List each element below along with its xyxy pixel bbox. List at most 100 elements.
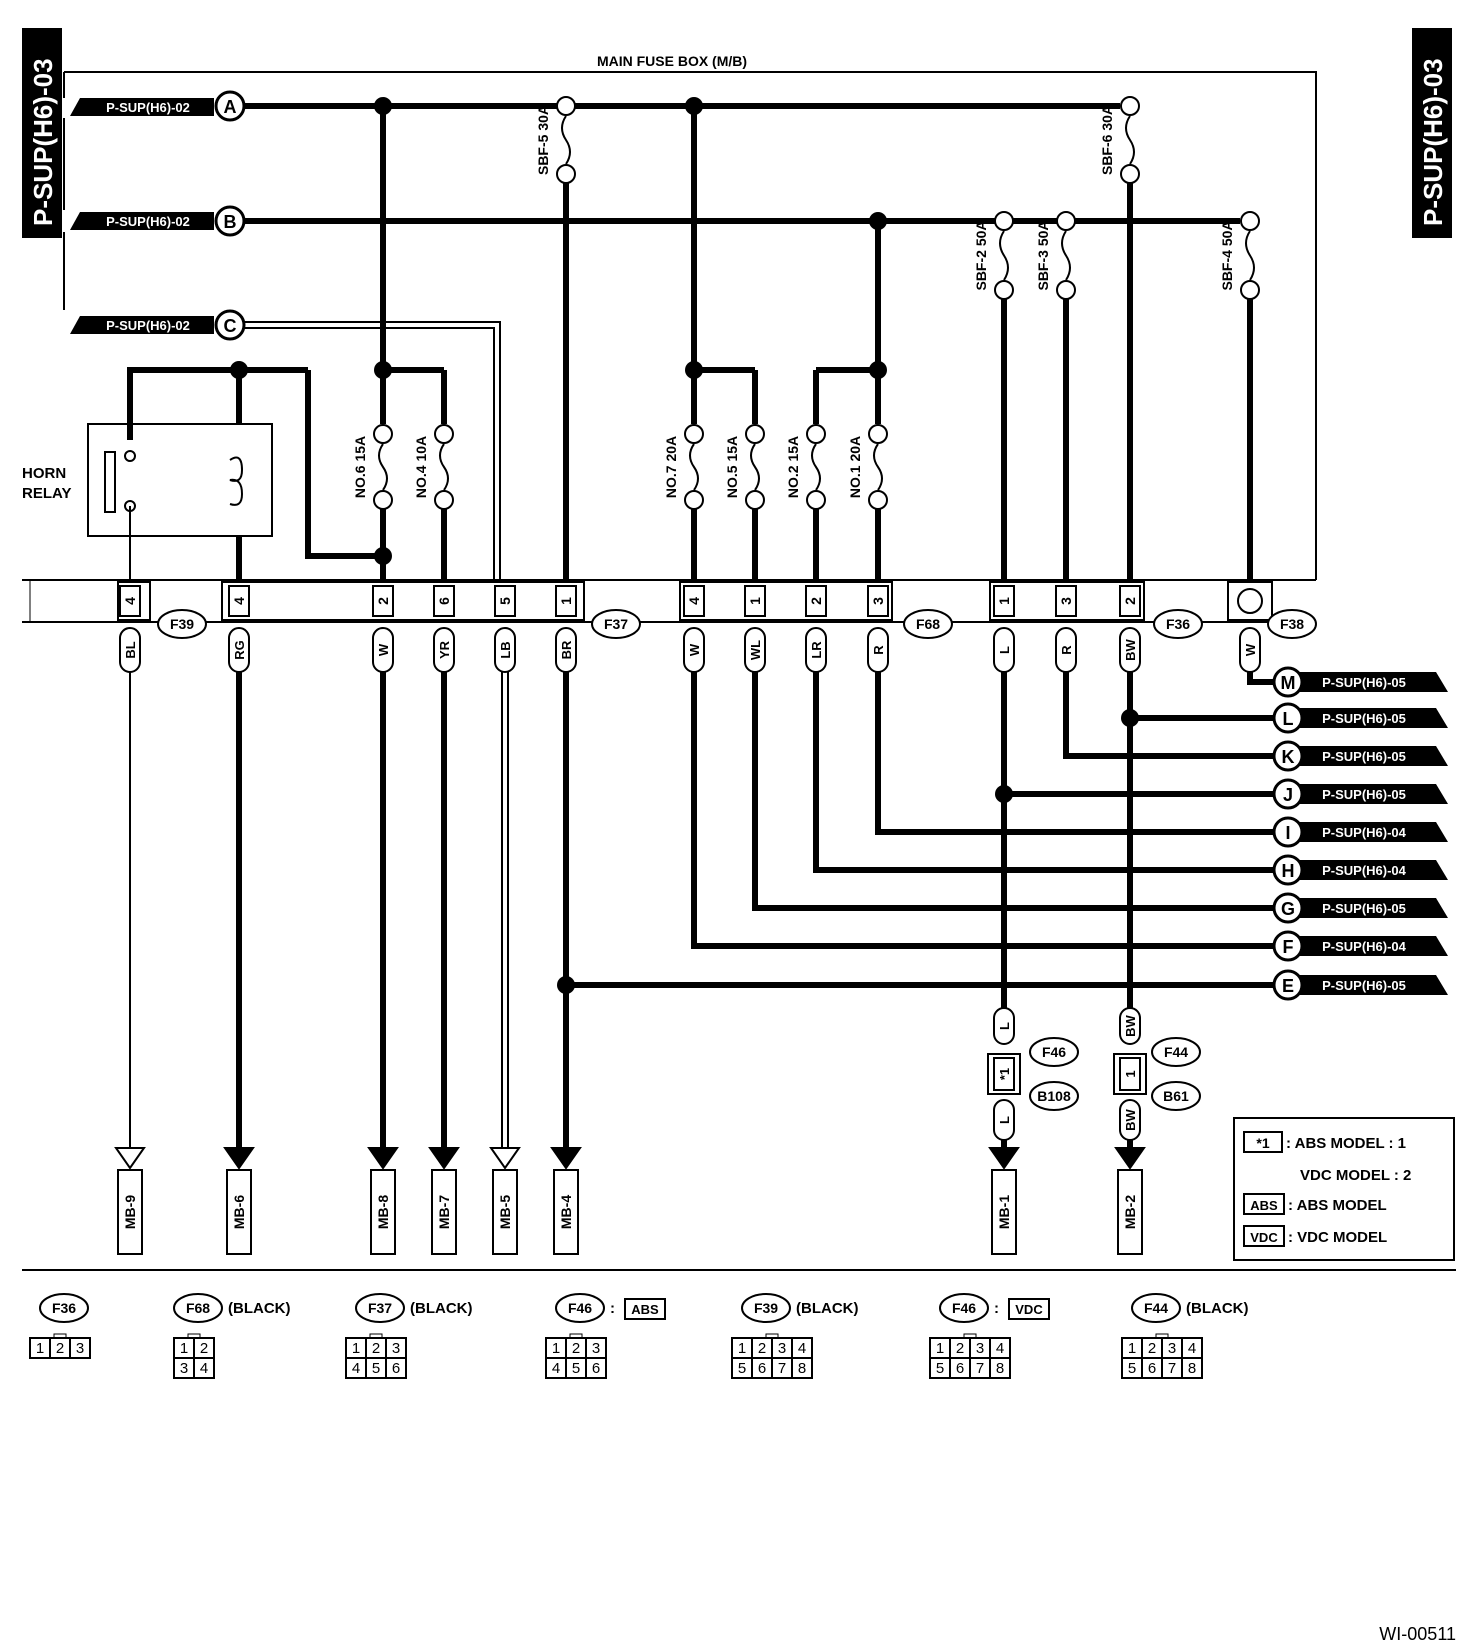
connector-f68[interactable]: F68 [903, 609, 953, 639]
input-arrow-b[interactable]: P-SUP(H6)-02 B [70, 205, 246, 237]
svg-text:VDC: VDC [1015, 1302, 1043, 1317]
wire-color-7: WL [748, 640, 763, 660]
svg-text:6: 6 [1148, 1360, 1156, 1377]
terminal-mb-5[interactable]: MB-5 [492, 1169, 518, 1255]
fuse-label-0: SBF-5 30A [535, 105, 551, 175]
page-code-left: P-SUP(H6)-03 [28, 58, 58, 226]
main-fuse-box-label: MAIN FUSE BOX (M/B) [597, 53, 747, 69]
pin-10: 1 [996, 597, 1012, 605]
svg-text:F46: F46 [568, 1300, 592, 1316]
input-arrow-a[interactable]: P-SUP(H6)-02 A [70, 90, 246, 122]
svg-text:F68: F68 [186, 1300, 210, 1316]
fuse-label-9: NO.2 15A [785, 436, 801, 498]
connector-f37[interactable]: F37 [591, 609, 641, 639]
svg-text:P-SUP(H6)-05: P-SUP(H6)-05 [1322, 978, 1406, 993]
svg-text:E: E [1282, 976, 1294, 996]
wire-color-12: BW [1123, 638, 1138, 660]
svg-text:1: 1 [936, 1340, 944, 1357]
connector-f38[interactable]: F38 [1267, 609, 1317, 639]
svg-text:ABS: ABS [631, 1302, 659, 1317]
svg-text:4: 4 [552, 1360, 560, 1377]
svg-text:MB-1: MB-1 [996, 1195, 1012, 1229]
fuse-label-10: NO.1 20A [847, 436, 863, 498]
wire-color-2: W [376, 643, 391, 656]
svg-text:C: C [224, 316, 237, 336]
fuse-label-3: SBF-3 50A [1035, 220, 1051, 290]
svg-text:F46: F46 [952, 1300, 976, 1316]
svg-text:3: 3 [76, 1340, 84, 1357]
fuse-5 [373, 424, 393, 510]
svg-text:H: H [1282, 861, 1295, 881]
svg-text:(BLACK): (BLACK) [410, 1300, 472, 1317]
connector-b61[interactable]: B61 [1151, 1081, 1201, 1111]
terminal-mb-2[interactable]: MB-2 [1117, 1169, 1143, 1255]
svg-text:P-SUP(H6)-02: P-SUP(H6)-02 [106, 100, 190, 115]
svg-text:7: 7 [976, 1360, 984, 1377]
terminal-mb-1[interactable]: MB-1 [991, 1169, 1017, 1255]
fuse-1 [1120, 96, 1140, 184]
svg-text:4: 4 [200, 1360, 208, 1377]
connector-f36[interactable]: F36 [1153, 609, 1203, 639]
svg-text:MB-8: MB-8 [375, 1195, 391, 1229]
wire-color-10: L [997, 646, 1012, 654]
horn-relay[interactable]: HORN RELAY [22, 423, 273, 580]
pin-2: 2 [375, 597, 391, 605]
svg-text:1: 1 [552, 1340, 560, 1357]
svg-text:MB-4: MB-4 [558, 1195, 574, 1229]
terminal-mb-8[interactable]: MB-8 [370, 1169, 396, 1255]
connector-f39[interactable]: F39 [157, 609, 207, 639]
fuse-4 [1240, 211, 1260, 300]
svg-text:L: L [1283, 709, 1294, 729]
pin-8: 2 [808, 597, 824, 605]
fuse-6 [434, 424, 454, 510]
fuse-8 [745, 424, 765, 510]
svg-text:B: B [224, 212, 237, 232]
svg-text:P-SUP(H6)-05: P-SUP(H6)-05 [1322, 787, 1406, 802]
svg-text:P-SUP(H6)-04: P-SUP(H6)-04 [1322, 863, 1407, 878]
fuse-3 [1056, 211, 1076, 300]
connector-f46[interactable]: F46 [1029, 1037, 1079, 1067]
svg-text:3: 3 [180, 1360, 188, 1377]
connector-f44[interactable]: F44 [1151, 1037, 1201, 1067]
mid-pin-1: 1 [1123, 1070, 1138, 1077]
page-code-right: P-SUP(H6)-03 [1418, 58, 1448, 226]
figure-id: WI-00511 [1379, 1624, 1456, 1644]
svg-text:2: 2 [1148, 1340, 1156, 1357]
svg-text:2: 2 [56, 1340, 64, 1357]
svg-text:F39: F39 [754, 1300, 778, 1316]
terminal-mb-4[interactable]: MB-4 [553, 1169, 579, 1255]
connector-b108[interactable]: B108 [1029, 1081, 1079, 1111]
fuse-label-1: SBF-6 30A [1099, 105, 1115, 175]
svg-text:3: 3 [392, 1340, 400, 1357]
svg-text:P-SUP(H6)-02: P-SUP(H6)-02 [106, 318, 190, 333]
svg-text:P-SUP(H6)-04: P-SUP(H6)-04 [1322, 825, 1407, 840]
output-arrow-h[interactable]: H P-SUP(H6)-04 [1272, 854, 1448, 886]
wire-color-0: BL [123, 641, 138, 658]
svg-text:MB-5: MB-5 [497, 1195, 513, 1229]
svg-text:4: 4 [798, 1340, 806, 1357]
terminal-mb-7[interactable]: MB-7 [431, 1169, 457, 1255]
svg-text:6: 6 [758, 1360, 766, 1377]
svg-text:2: 2 [200, 1340, 208, 1357]
pin-6: 4 [686, 597, 702, 605]
pin-12: 2 [1122, 597, 1138, 605]
fuse-9 [806, 424, 826, 510]
pin-1: 4 [231, 597, 247, 605]
input-arrow-c[interactable]: P-SUP(H6)-02 C [70, 309, 246, 341]
svg-text:5: 5 [738, 1360, 746, 1377]
output-arrow-e[interactable]: E P-SUP(H6)-05 [1272, 969, 1448, 1001]
terminal-mb-9[interactable]: MB-9 [117, 1169, 143, 1255]
mid-wire-bot-1: BW [1123, 1108, 1138, 1130]
terminal-mb-6[interactable]: MB-6 [226, 1169, 252, 1255]
